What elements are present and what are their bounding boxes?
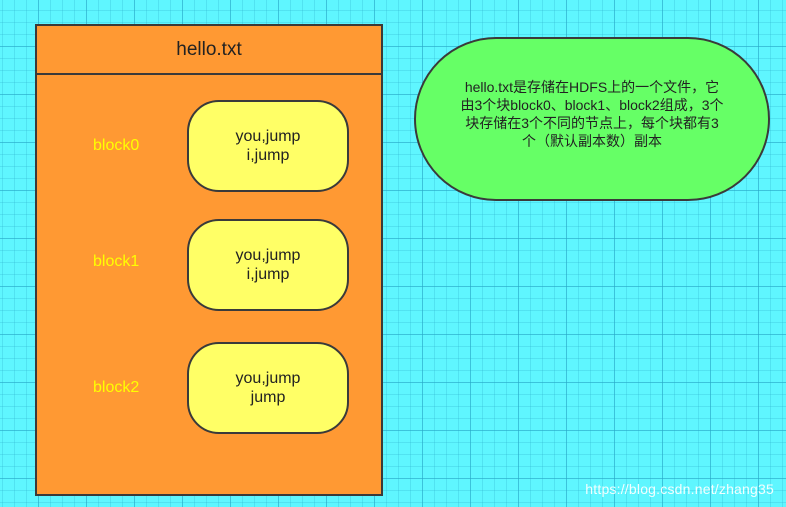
block-content-box: you,jump i,jump <box>187 100 349 192</box>
note-bubble: hello.txt是存储在HDFS上的一个文件，它由3个块block0、bloc… <box>414 37 770 201</box>
block-label: block2 <box>93 379 140 396</box>
block-content-box: you,jump i,jump <box>187 219 349 311</box>
note-text: hello.txt是存储在HDFS上的一个文件，它由3个块block0、bloc… <box>460 79 724 149</box>
file-name-header: hello.txt <box>37 26 381 75</box>
block-content-line: you,jump <box>235 247 301 264</box>
block-content-line: i,jump <box>246 266 290 283</box>
block-label: block0 <box>93 137 140 154</box>
block-content-line: i,jump <box>246 147 290 164</box>
file-container: hello.txt block0 you,jump i,jump block1 … <box>35 24 383 496</box>
watermark: https://blog.csdn.net/zhang35 <box>585 481 774 497</box>
block-label: block1 <box>93 253 140 270</box>
block-content-box: you,jump jump <box>187 342 349 434</box>
block-content-line: you,jump <box>235 370 301 387</box>
block-content-line: you,jump <box>235 128 301 145</box>
block-content-line: jump <box>250 389 286 406</box>
